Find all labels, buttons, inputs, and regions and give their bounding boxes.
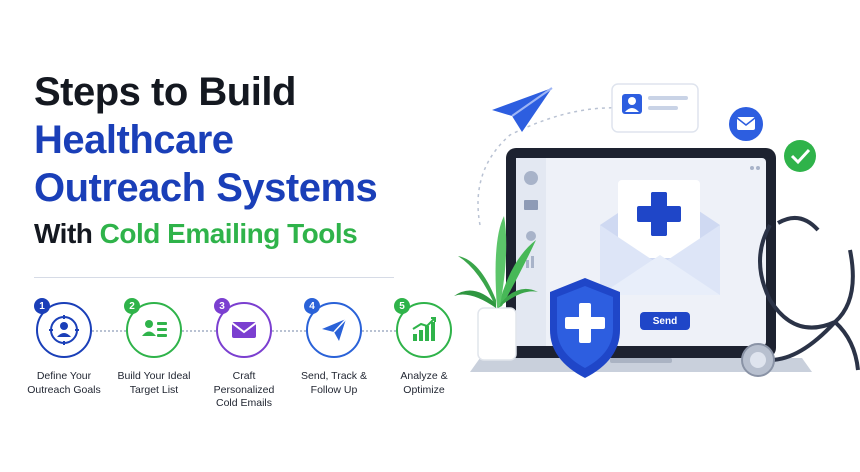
step-3-number: 3 (214, 298, 230, 314)
paper-plane-icon (322, 318, 347, 341)
step-1-number: 1 (34, 298, 50, 314)
headline-line-4-prefix: With (34, 218, 100, 249)
contact-card-icon (611, 83, 699, 133)
step-3-label: Craft Personalized Cold Emails (202, 370, 286, 411)
step-connector (182, 330, 216, 332)
step-4-badge: 4 (304, 298, 362, 358)
step-5-number: 5 (394, 298, 410, 314)
step-2-label: Build Your Ideal Target List (112, 370, 196, 397)
headline: Steps to Build Healthcare Outreach Syste… (34, 72, 454, 248)
growth-chart-icon (412, 317, 436, 341)
step-5-label: Analyze & Optimize (382, 370, 466, 397)
paper-plane-icon (492, 87, 553, 132)
step-2-number: 2 (124, 298, 140, 314)
steps-row: 1 Define Your Outreach Goals 2 (22, 298, 452, 411)
step-connector (362, 330, 396, 332)
step-connector (92, 330, 126, 332)
step-3-badge: 3 (214, 298, 272, 358)
step-connector (272, 330, 306, 332)
step-4-number: 4 (304, 298, 320, 314)
step-5-label-line-1: Analyze & (400, 370, 448, 382)
step-3-label-line-2: Cold Emails (215, 397, 273, 410)
shield-icon (550, 278, 620, 378)
step-2: 2 Build Your Ideal Target List (112, 298, 196, 397)
step-4-label: Send, Track & Follow Up (292, 370, 376, 397)
title-divider (34, 277, 394, 278)
contact-list-icon (142, 320, 167, 337)
headline-line-2: Healthcare (34, 118, 234, 162)
step-2-label-line-1: Build Your Ideal (117, 370, 191, 382)
step-1-label-line-2: Outreach Goals (27, 383, 101, 396)
headline-line-3: Outreach Systems (34, 166, 378, 210)
step-2-label-line-2: Target List (129, 383, 179, 396)
step-5-label-line-2: Optimize (403, 383, 445, 396)
mail-bubble-icon (729, 107, 763, 141)
headline-line-1: Steps to Build (34, 70, 296, 114)
step-1-label-line-1: Define Your (36, 370, 92, 382)
step-3-label-line-1: Craft Personalized (213, 370, 275, 396)
step-4-label-line-1: Send, Track & (301, 370, 367, 382)
headline-line-4: With Cold Emailing Tools (34, 220, 454, 248)
send-button[interactable]: Send (640, 312, 690, 330)
check-badge-icon (784, 140, 816, 172)
step-1: 1 Define Your Outreach Goals (22, 298, 106, 397)
flight-path (477, 107, 641, 226)
hero-illustration: Send (440, 60, 860, 460)
plant-icon (454, 216, 538, 361)
step-2-badge: 2 (124, 298, 182, 358)
step-5-badge: 5 (394, 298, 452, 358)
step-4-label-line-2: Follow Up (310, 383, 358, 396)
stethoscope-icon (741, 215, 860, 377)
step-5: 5 Analyze & Optimize (382, 298, 466, 397)
step-1-label: Define Your Outreach Goals (22, 370, 106, 397)
target-person-icon (49, 315, 79, 345)
laptop-scene (454, 83, 860, 378)
step-1-badge: 1 (34, 298, 92, 358)
step-4: 4 Send, Track & Follow Up (292, 298, 376, 397)
open-envelope-icon (600, 180, 720, 295)
envelope-icon (231, 322, 257, 338)
headline-line-4-highlight: Cold Emailing Tools (99, 218, 358, 249)
step-3: 3 Craft Personalized Cold Emails (202, 298, 286, 411)
